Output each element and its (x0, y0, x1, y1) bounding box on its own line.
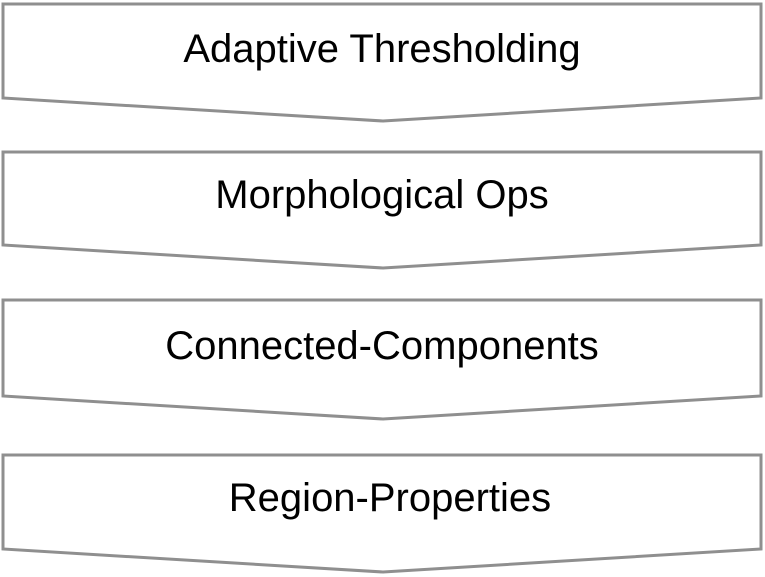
step-adaptive-thresholding: Adaptive Thresholding (1, 2, 763, 123)
step-connected-components: Connected-Components (1, 298, 763, 421)
step-morphological-ops: Morphological Ops (1, 150, 763, 270)
step-shape (1, 150, 763, 270)
step-label: Morphological Ops (215, 173, 549, 217)
step-region-properties: Region-Properties (1, 453, 763, 574)
step-label: Region-Properties (229, 476, 551, 520)
step-shape (1, 453, 763, 574)
step-label: Adaptive Thresholding (183, 27, 580, 71)
step-label: Connected-Components (165, 324, 599, 368)
step-shape (1, 298, 763, 421)
step-shape (1, 2, 763, 123)
